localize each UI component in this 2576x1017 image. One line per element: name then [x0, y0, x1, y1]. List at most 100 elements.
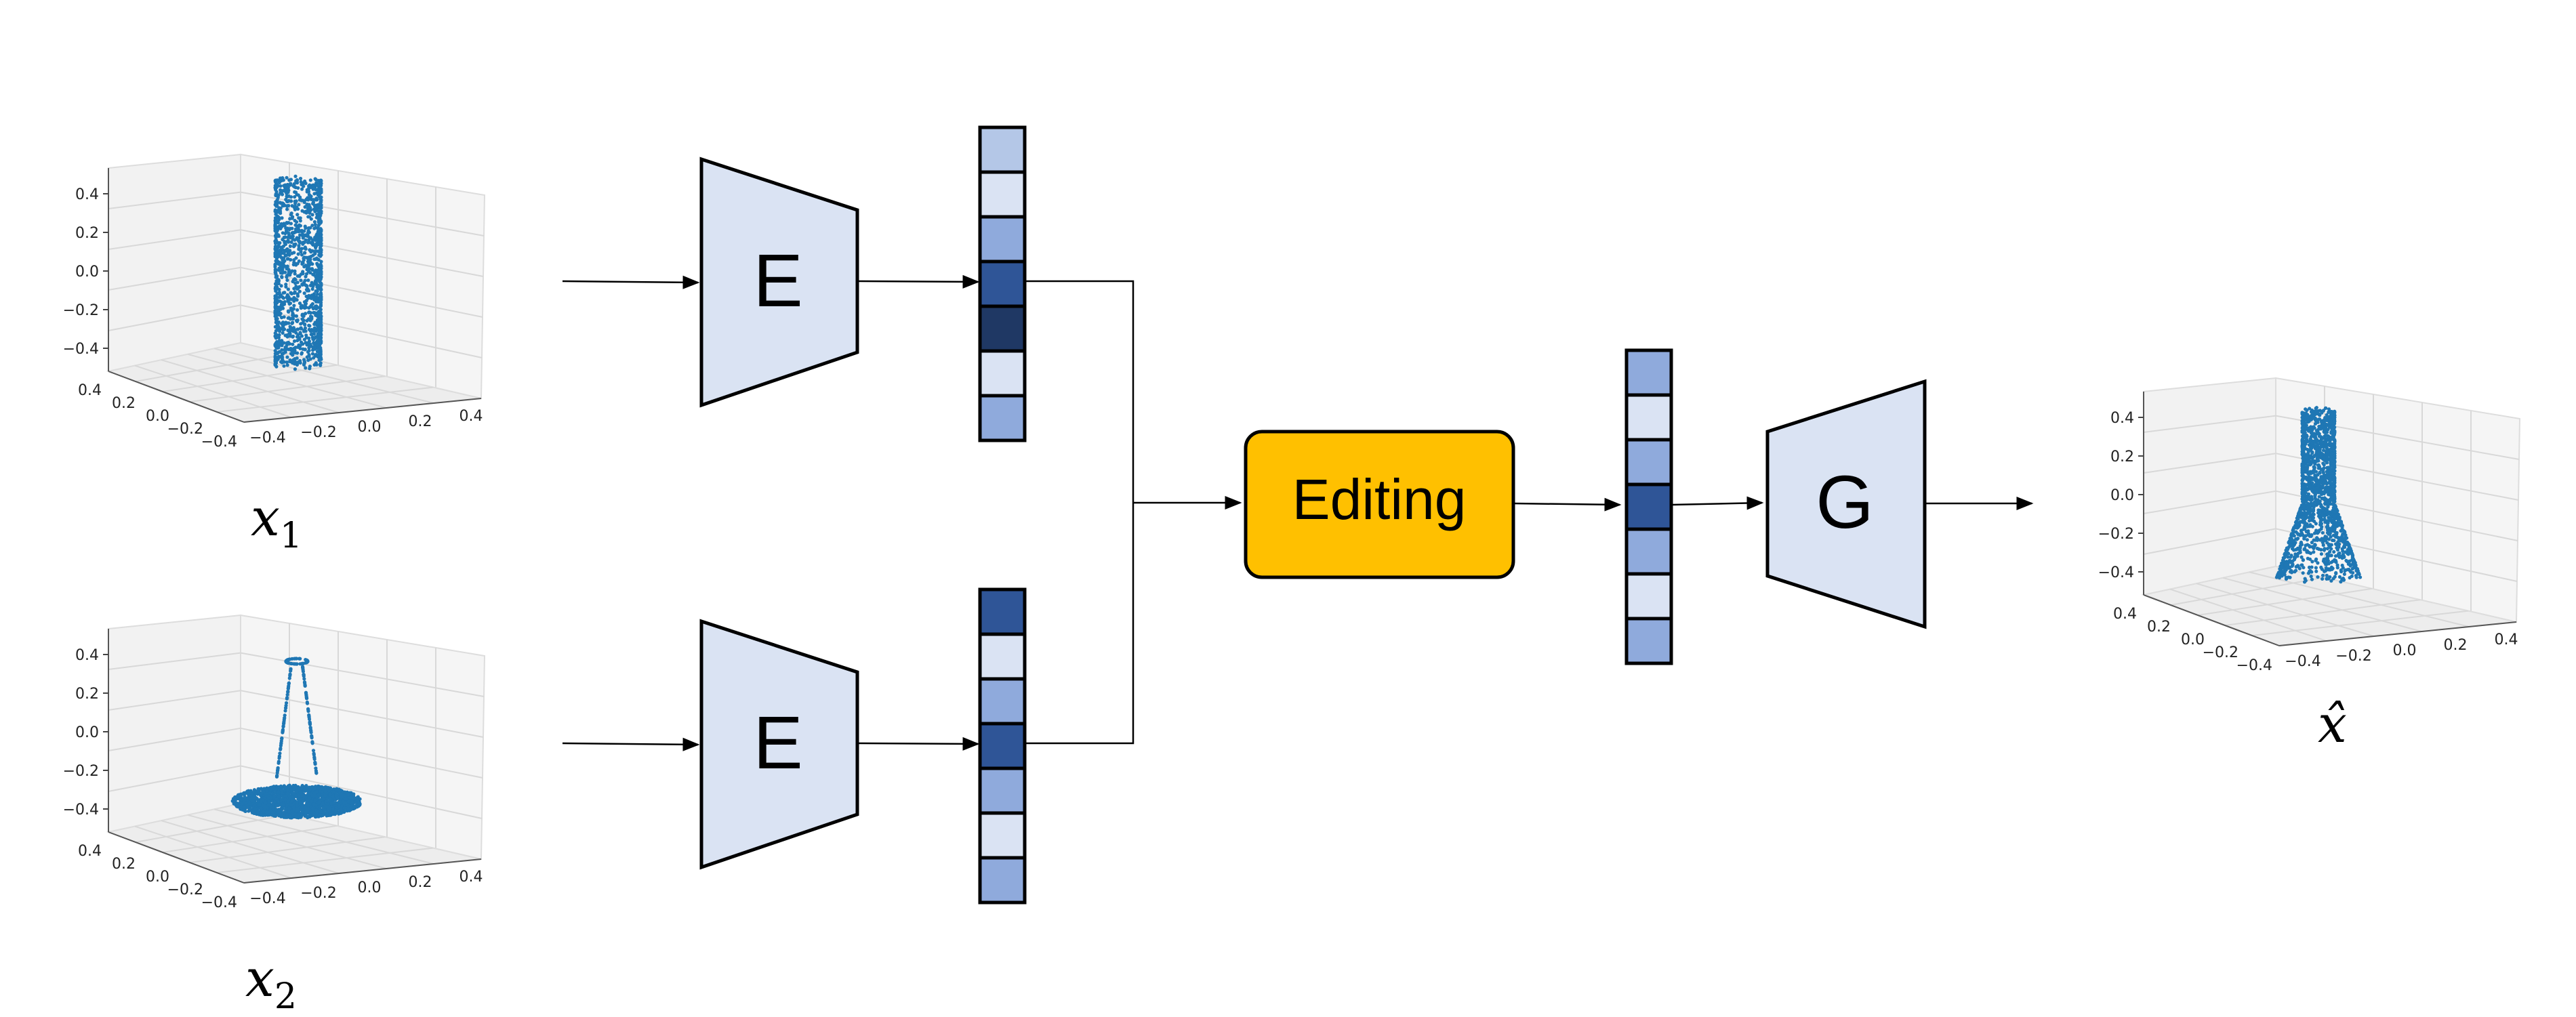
z-tick-label: −0.4	[2098, 564, 2134, 581]
latent-cell	[1624, 348, 1673, 397]
y-tick-label: 0.2	[112, 856, 136, 873]
arrow-encoder-top-to-latent	[857, 274, 980, 289]
arrow-input1-to-encoder	[562, 275, 700, 289]
z-tick-label: 0.0	[75, 724, 99, 741]
editing-label: Editing	[1292, 468, 1467, 531]
latent-cell	[978, 856, 1027, 905]
y-tick-label: −0.4	[201, 434, 237, 451]
z-tick-label: −0.2	[63, 763, 99, 780]
latent-cell	[978, 349, 1027, 398]
latent-cell	[1624, 572, 1673, 621]
y-tick-label: 0.4	[2113, 606, 2137, 623]
point-cloud-cone-on-disc	[230, 657, 362, 820]
z-tick-label: 0.2	[75, 225, 99, 242]
x-axis-ticks: −0.4 −0.2 0.0 0.2 0.4	[2285, 631, 2518, 670]
z-tick-label: 0.2	[75, 686, 99, 703]
back-pane	[108, 614, 241, 833]
arrow-encoder-bottom-to-latent	[857, 736, 980, 751]
generator-label: G	[1816, 461, 1874, 544]
x-tick-label: 0.2	[2444, 637, 2468, 654]
arrow-latent-to-generator	[1671, 496, 1764, 510]
z-tick-label: 0.0	[75, 264, 99, 281]
latent-cell	[978, 677, 1027, 726]
y-tick-label: 0.0	[146, 869, 169, 886]
x-tick-label: 0.0	[358, 879, 382, 896]
encoder-bottom: E	[699, 619, 859, 870]
y-axis-ticks: 0.4 0.2 0.0−0.2−0.4	[78, 382, 237, 451]
y-axis-ticks: 0.40.20.0−0.2−0.4	[2113, 606, 2272, 674]
latent-cell	[978, 170, 1027, 219]
y-tick-label: 0.2	[112, 395, 136, 412]
z-tick-label: 0.4	[2110, 410, 2134, 427]
latent-cell	[978, 811, 1027, 860]
latent-cell	[978, 125, 1027, 174]
z-tick-label: 0.2	[2110, 449, 2134, 465]
x-tick-label: −0.4	[249, 890, 285, 907]
editing-block: Editing	[1244, 430, 1515, 579]
z-tick-label: 0.0	[2110, 487, 2134, 504]
x-tick-label: 0.4	[459, 408, 483, 425]
latent-cell	[1624, 527, 1673, 576]
x-tick-label: 0.2	[409, 874, 432, 891]
x-tick-label: −0.4	[249, 430, 285, 447]
latent-cell	[978, 260, 1027, 308]
output-label-x-hat: x̂	[2318, 694, 2347, 754]
z-tick-label: 0.4	[75, 186, 99, 203]
latent-cell	[1624, 393, 1673, 442]
latent-vector-edited	[1624, 348, 1673, 665]
y-tick-label: 0.2	[2147, 619, 2171, 636]
y-tick-label: −0.2	[167, 421, 203, 438]
input-label-x1: x1	[251, 487, 302, 556]
y-tick-label: 0.4	[78, 382, 102, 399]
x-tick-label: −0.2	[300, 424, 336, 441]
x-tick-label: 0.0	[2393, 642, 2417, 659]
y-tick-label: −0.4	[2236, 657, 2272, 674]
z-tick-label: 0.4	[75, 647, 99, 664]
x-tick-label: 0.0	[358, 419, 382, 436]
merge-connector	[1023, 280, 1134, 745]
z-axis-ticks: 0.40.20.0−0.2−0.4	[63, 647, 108, 818]
x-axis-ticks: −0.4 −0.2 0.0 0.2 0.4	[249, 869, 483, 907]
back-pane	[108, 153, 241, 373]
back-pane	[2143, 377, 2276, 596]
x-tick-label: −0.2	[2335, 648, 2371, 665]
y-axis-ticks: 0.40.20.0−0.2−0.4	[78, 843, 237, 911]
input-plot-2: 0.40.20.0−0.2−0.4 0.40.20.0−0.2−0.4 −0.4…	[63, 614, 486, 911]
latent-cell	[1624, 617, 1673, 665]
x-tick-label: −0.4	[2285, 653, 2321, 670]
y-tick-label: −0.2	[167, 881, 203, 898]
z-tick-label: −0.4	[63, 341, 99, 358]
latent-cell	[978, 722, 1027, 770]
y-tick-label: 0.0	[146, 408, 169, 425]
arrow-editing-to-latent	[1513, 497, 1622, 512]
point-cloud-vase	[2274, 406, 2363, 584]
z-axis-ticks: 0.4 0.2 0.0 −0.2 −0.4	[2098, 410, 2144, 581]
latent-cell	[1624, 482, 1673, 531]
latent-cell	[1624, 438, 1673, 486]
plot-panes	[106, 614, 486, 884]
y-tick-label: −0.4	[201, 894, 237, 911]
x-tick-label: 0.4	[459, 869, 483, 886]
z-axis-ticks: 0.40.20.0−0.2−0.4	[63, 186, 108, 358]
latent-cell	[978, 632, 1027, 681]
latent-cell	[978, 587, 1027, 636]
latent-cell	[978, 766, 1027, 815]
latent-vector-top	[978, 125, 1027, 442]
input-label-x2: x2	[245, 948, 297, 1017]
z-tick-label: −0.2	[2098, 526, 2134, 543]
latent-cell	[978, 394, 1027, 442]
x-tick-label: 0.4	[2495, 631, 2518, 648]
point-cloud-cylinder	[273, 174, 323, 371]
input-plot-1: 0.40.20.0−0.2−0.4 0.40.20.0−0.2−0.4 −0.4…	[63, 153, 486, 451]
encoder-top-label: E	[753, 239, 802, 323]
encoder-top: E	[699, 157, 859, 408]
y-tick-label: 0.0	[2181, 631, 2205, 648]
encoder-bottom-label: E	[753, 701, 802, 785]
latent-cell	[978, 215, 1027, 264]
latent-vector-bottom	[978, 587, 1027, 905]
output-plot: 0.4 0.2 0.0 −0.2 −0.4 0.4 0.2 0.0 −0.2 −0.4 −0.4…	[2098, 377, 2521, 674]
x-tick-label: −0.2	[300, 885, 336, 902]
latent-cell	[978, 304, 1027, 353]
